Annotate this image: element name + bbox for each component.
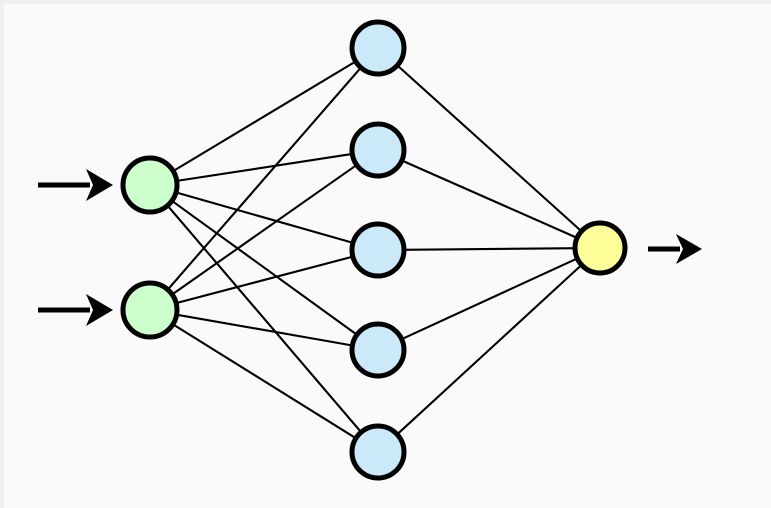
left-edge-strip [0, 0, 4, 508]
top-edge-strip [0, 0, 771, 4]
edge-i1-h5 [165, 203, 363, 435]
hidden-node-5[interactable] [349, 423, 407, 481]
output-arrow-1 [648, 234, 702, 264]
hidden-node-4[interactable] [349, 321, 407, 379]
io-arrows [38, 169, 702, 326]
edge-h5-o1 [395, 263, 584, 437]
hidden-node-1[interactable] [349, 19, 407, 77]
edge-i2-h5 [171, 322, 358, 440]
output-node-1[interactable] [572, 220, 628, 276]
edge-i1-h1 [171, 59, 358, 173]
connection-edges [165, 59, 584, 440]
edge-h1-o1 [395, 63, 584, 234]
edge-i1-h3 [174, 190, 355, 245]
edge-i2-h2 [170, 163, 359, 297]
input-arrow-1-head-icon [86, 169, 113, 201]
edge-i1-h4 [170, 199, 359, 337]
edge-i2-h1 [165, 65, 363, 292]
input-node-1[interactable] [120, 155, 180, 215]
input-node-2[interactable] [120, 280, 180, 340]
output-layer [572, 220, 628, 276]
input-arrow-2 [38, 294, 113, 326]
edge-h4-o1 [399, 256, 580, 341]
input-arrow-2-head-icon [86, 294, 113, 326]
edge-i2-h4 [174, 313, 355, 347]
hidden-node-3[interactable] [349, 221, 407, 279]
input-layer [120, 155, 180, 340]
hidden-layer [349, 19, 407, 481]
edge-h2-o1 [399, 158, 579, 240]
network-nodes [120, 19, 628, 481]
edge-h3-o1 [402, 247, 577, 251]
output-arrow-1-head-icon [676, 234, 702, 264]
edge-i1-h2 [175, 152, 354, 183]
hidden-node-2[interactable] [349, 121, 407, 179]
input-arrow-1 [38, 169, 113, 201]
edge-i2-h3 [174, 255, 355, 305]
